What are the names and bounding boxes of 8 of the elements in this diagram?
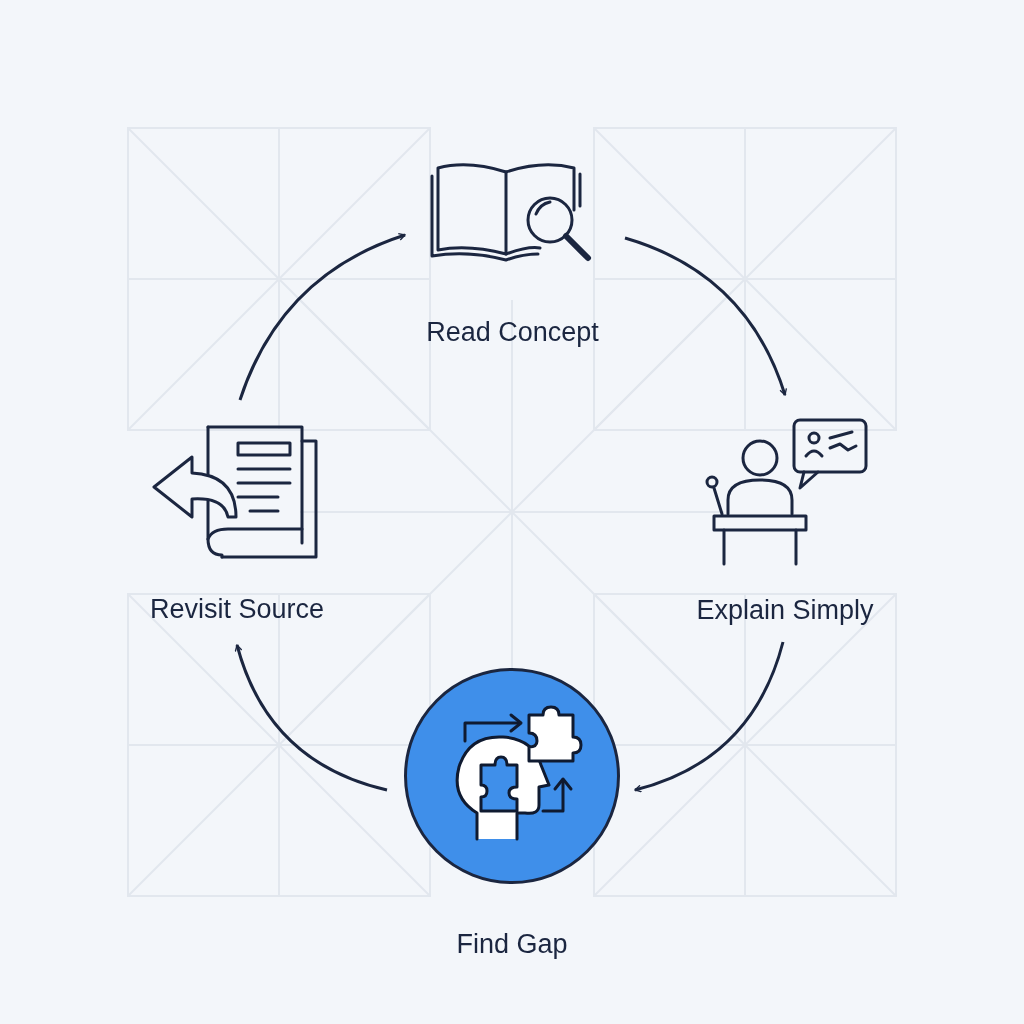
arrow xyxy=(634,641,785,793)
node-label: Explain Simply xyxy=(696,593,874,626)
node-label: Read Concept xyxy=(426,315,599,348)
arrow xyxy=(234,644,388,792)
node-label: Find Gap xyxy=(456,927,568,960)
arrow xyxy=(238,233,406,401)
node-label: Revisit Source xyxy=(149,592,325,625)
arrow xyxy=(624,236,787,396)
